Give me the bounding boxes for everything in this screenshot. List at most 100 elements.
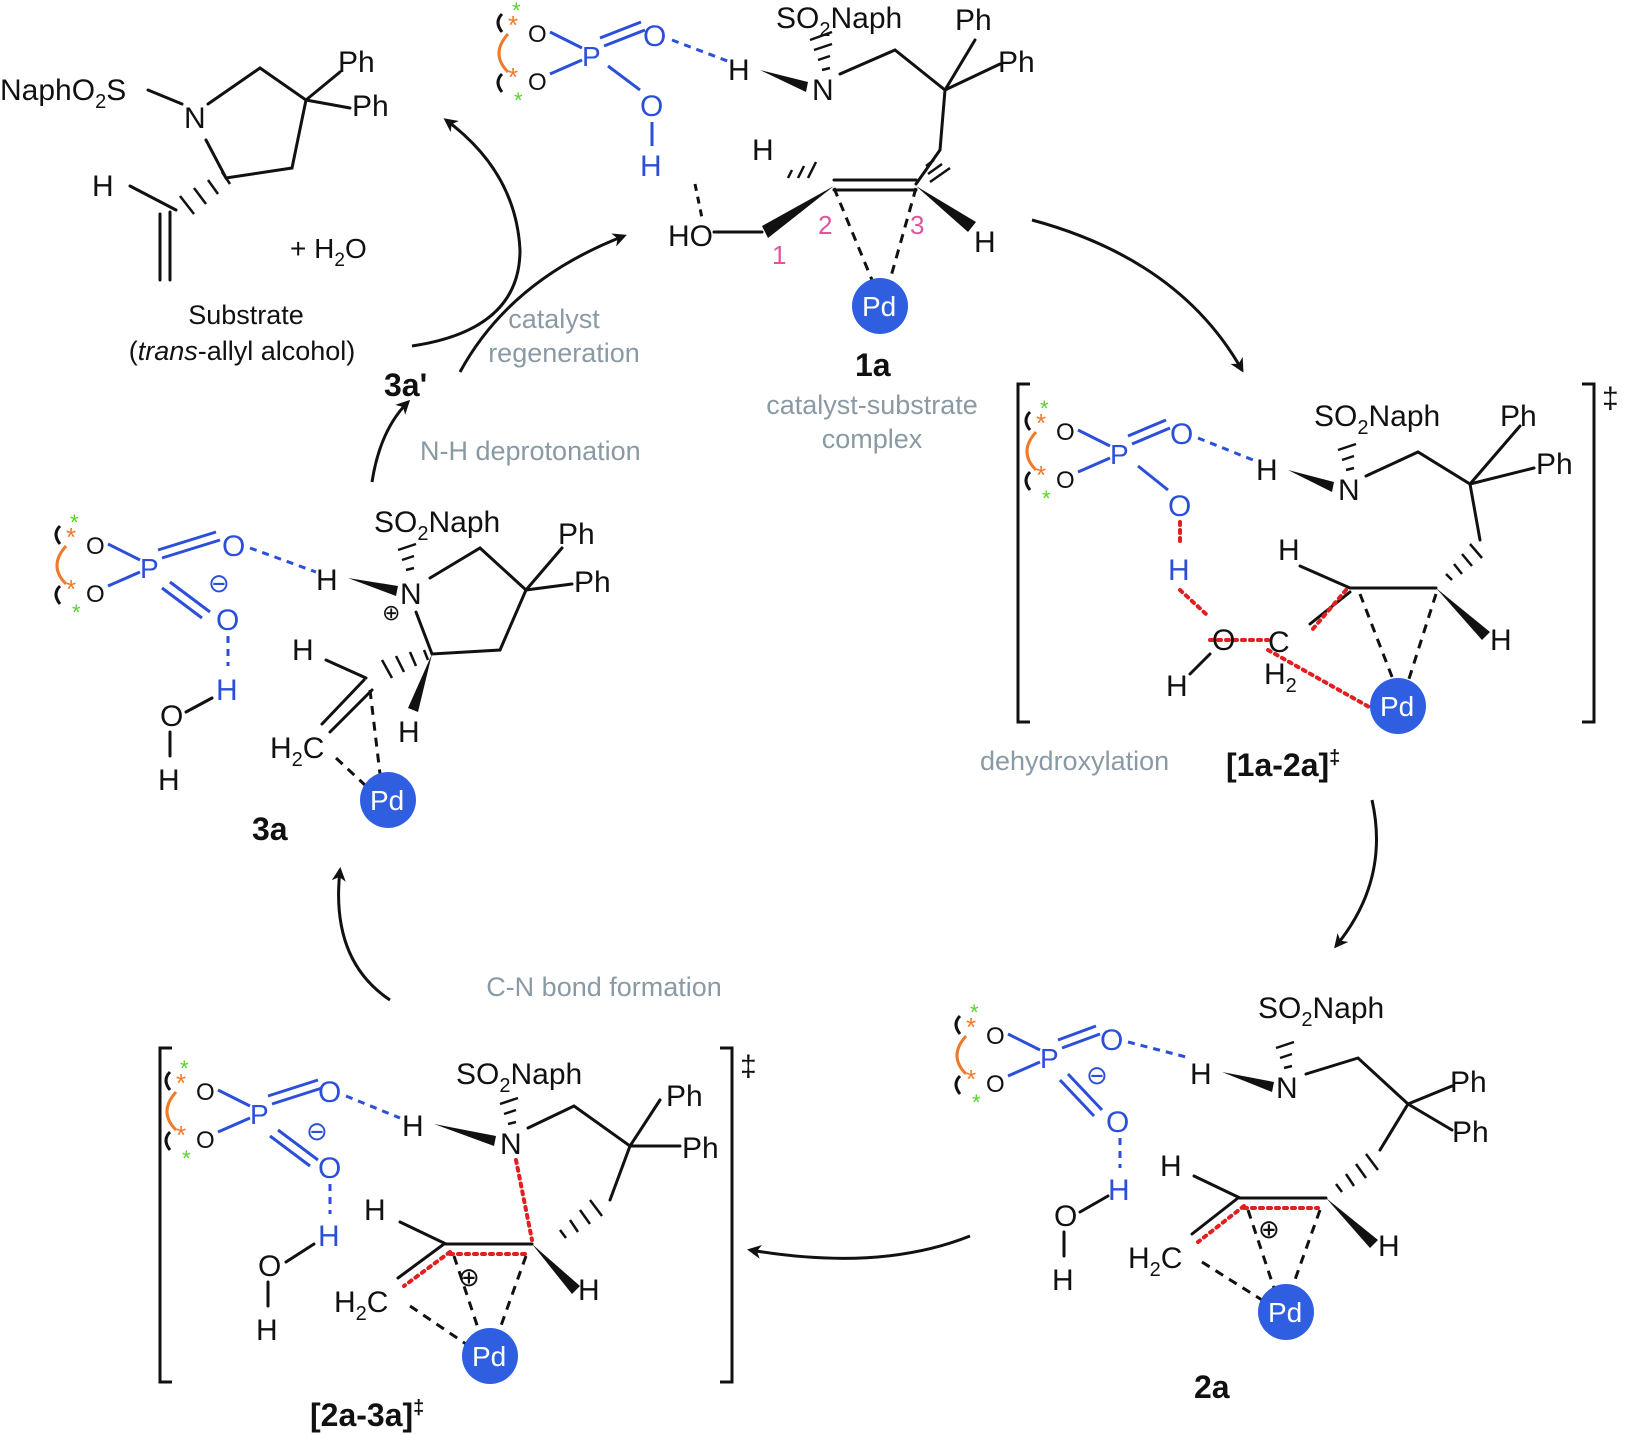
ts-1a-2a: ‡ O O H H N SO2Naph Ph Ph H xyxy=(980,382,1619,783)
ts1-h-c2: H xyxy=(1278,534,1300,567)
ts2-h-c3: H xyxy=(578,1274,600,1307)
1a-ho: HO xyxy=(668,220,713,253)
ts1-so2naph: SO2Naph xyxy=(1314,400,1440,439)
3a-h2c: H2C xyxy=(270,732,324,771)
1a-pd: Pd xyxy=(862,291,896,322)
plus-water: + H2O xyxy=(290,233,367,271)
ts1-c: C xyxy=(1268,626,1290,659)
label-2a: 2a xyxy=(1194,1369,1230,1405)
2a-h: H xyxy=(1108,1174,1130,1207)
2a-h2c: H2C xyxy=(1128,1242,1182,1281)
2a-ph1: Ph xyxy=(1450,1066,1487,1099)
3a-minus: ⊖ xyxy=(208,568,230,598)
2a-so2naph: SO2Naph xyxy=(1258,992,1384,1031)
ts-2a-3a: ‡ O ⊖ O H H N SO2Naph Ph Ph xyxy=(158,1046,757,1433)
substrate-name: (trans-allyl alcohol) xyxy=(129,336,356,366)
3a-so2naph: SO2Naph xyxy=(374,506,500,545)
3a-plus: ⊕ xyxy=(382,600,400,625)
substrate-naph: NaphO2S xyxy=(0,74,126,113)
ts1-o-top: O xyxy=(1170,418,1193,451)
arrow-3a-to-3a-prime xyxy=(370,399,411,483)
label-ts-2a-3a: [2a-3a]‡ xyxy=(310,1397,424,1433)
carbon-number-3: 3 xyxy=(910,210,924,240)
label-1a: 1a xyxy=(855,347,891,383)
2a-o-bottom: O xyxy=(1106,1106,1129,1139)
3a-o-bottom: O xyxy=(216,604,239,637)
arrow-2a-to-ts2 xyxy=(747,1234,971,1260)
pd-atom xyxy=(1258,1284,1314,1340)
ts1-h-nh: H xyxy=(1256,454,1278,487)
ts2-hash-c3 xyxy=(559,1199,603,1239)
1a-hash-s xyxy=(809,30,833,72)
2a-o-water: O xyxy=(1054,1200,1077,1233)
arrow-ts2-to-3a xyxy=(331,867,391,1002)
step-catalyst-regeneration-1: catalyst xyxy=(508,304,600,334)
pd-atom xyxy=(1370,678,1426,734)
substrate-label: Substrate xyxy=(188,300,304,330)
ts2-h-c2: H xyxy=(364,1194,386,1227)
ts2-plus: ⊕ xyxy=(458,1262,480,1292)
3a-ph1: Ph xyxy=(558,518,595,551)
ts2-h-water: H xyxy=(256,1314,278,1347)
3a-h-water: H xyxy=(158,764,180,797)
label-1a-desc-2: complex xyxy=(822,424,923,454)
ts2-h2c: H2C xyxy=(334,1286,388,1325)
ts2-h: H xyxy=(318,1220,340,1253)
pd-atom xyxy=(852,278,908,334)
label-3a-prime: 3a' xyxy=(384,367,427,403)
1a-o-oh: O xyxy=(640,90,663,123)
ts1-hash-s xyxy=(1337,442,1357,472)
arrow-ts1-to-2a xyxy=(1334,799,1378,949)
3a-ph2: Ph xyxy=(574,566,611,599)
carbon-number-2: 2 xyxy=(818,210,832,240)
3a-h: H xyxy=(216,674,238,707)
1a-ph1: Ph xyxy=(955,4,992,37)
3a-o-water: O xyxy=(160,700,183,733)
ts1-h-water: H xyxy=(1166,670,1188,703)
step-dehydroxylation: dehydroxylation xyxy=(980,746,1169,776)
substrate-ph1: Ph xyxy=(338,46,375,79)
ts1-ph1: Ph xyxy=(1500,400,1537,433)
ts1-h-c3: H xyxy=(1490,624,1512,657)
1a-hash-c3 xyxy=(925,159,951,184)
label-1a-desc-1: catalyst-substrate xyxy=(766,390,978,420)
3a-hash-s xyxy=(397,542,417,572)
2a-o-top: O xyxy=(1100,1024,1123,1057)
ts2-o-water: O xyxy=(258,1250,281,1283)
pd-atom xyxy=(462,1328,518,1384)
label-ts-1a-2a: [1a-2a]‡ xyxy=(1226,747,1340,783)
ts2-so2naph: SO2Naph xyxy=(456,1058,582,1097)
3a-n: N xyxy=(400,578,422,611)
1a-hash-c2 xyxy=(786,161,818,179)
carbon-number-1: 1 xyxy=(772,240,786,270)
compound-2a: O ⊖ O H H N SO2Naph Ph Ph H H xyxy=(954,992,1489,1405)
ts1-o-water: O xyxy=(1212,624,1235,657)
step-nh-deprotonation: N-H deprotonation xyxy=(420,436,641,466)
ts2-o-top: O xyxy=(318,1076,341,1109)
pd-atom xyxy=(360,772,416,828)
compound-3a: O ⊖ O H H N ⊕ SO2Naph Ph Ph H H xyxy=(54,506,611,847)
2a-minus: ⊖ xyxy=(1086,1060,1108,1090)
ts1-ph2: Ph xyxy=(1536,448,1573,481)
2a-h-c2: H xyxy=(1160,1150,1182,1183)
2a-ph2: Ph xyxy=(1452,1116,1489,1149)
arrow-1a-to-ts1 xyxy=(1031,218,1244,373)
1a-so2naph: SO2Naph xyxy=(776,2,902,41)
1a-h-oh: H xyxy=(640,150,662,183)
ts2-minus: ⊖ xyxy=(306,1116,328,1146)
2a-h-nh: H xyxy=(1190,1058,1212,1091)
compound-1a: O O H H N SO2Naph Ph Ph H xyxy=(496,0,1035,454)
ts2-hash-s xyxy=(499,1096,519,1126)
substrate-h: H xyxy=(92,170,114,203)
1a-h-nh: H xyxy=(728,54,750,87)
label-3a: 3a xyxy=(252,811,288,847)
1a-o-top: O xyxy=(643,20,666,53)
ts2-pd: Pd xyxy=(472,1341,506,1372)
substrate-n: N xyxy=(184,102,206,135)
ts1-h2: H2 xyxy=(1264,658,1297,697)
2a-pd: Pd xyxy=(1268,1297,1302,1328)
dagger: ‡ xyxy=(1602,382,1619,415)
2a-n: N xyxy=(1276,1072,1298,1105)
1a-ph2: Ph xyxy=(998,46,1035,79)
2a-plus: ⊕ xyxy=(1258,1214,1280,1244)
